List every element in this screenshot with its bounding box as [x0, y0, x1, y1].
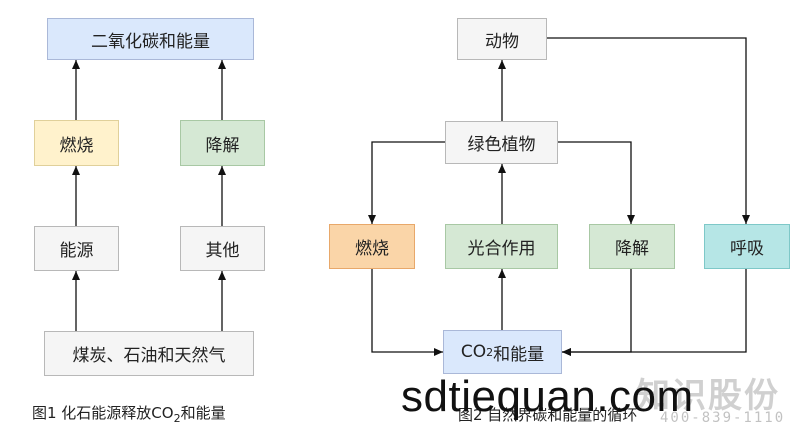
- arrow-respiration-to-co2: [562, 268, 747, 356]
- box-co2-energy-top: 二氧化碳和能量: [47, 18, 254, 60]
- arrow-plant-to-burn: [368, 141, 445, 224]
- box-photosynthesis: 光合作用: [445, 224, 558, 269]
- box-burn-2: 燃烧: [329, 224, 415, 269]
- figure2-caption: 图2 自然界碳和能量的循环: [458, 406, 638, 424]
- box-green-plant: 绿色植物: [445, 121, 558, 164]
- arrow-animal-to-respiration: [547, 37, 750, 224]
- box-burn: 燃烧: [34, 120, 119, 166]
- box-respiration: 呼吸: [704, 224, 790, 269]
- box-energy-source: 能源: [34, 226, 119, 271]
- box-decompose: 降解: [180, 120, 265, 166]
- arrow-plant-to-decompose: [558, 141, 635, 224]
- box-decompose-2: 降解: [589, 224, 675, 269]
- watermark-brand: 知识股份: [636, 376, 780, 416]
- box-fossil-fuels: 煤炭、石油和天然气: [44, 331, 254, 376]
- watermark-phone: 400-839-1110: [660, 410, 786, 426]
- box-other: 其他: [180, 226, 265, 271]
- box-animal: 动物: [457, 18, 547, 60]
- arrow-decompose-to-co2: [562, 268, 632, 356]
- figure1-caption: 图1 化石能源释放CO2和能量: [32, 404, 226, 425]
- arrow-burn-to-co2: [371, 268, 443, 356]
- watermark-site: sdtiequan.com: [401, 372, 694, 421]
